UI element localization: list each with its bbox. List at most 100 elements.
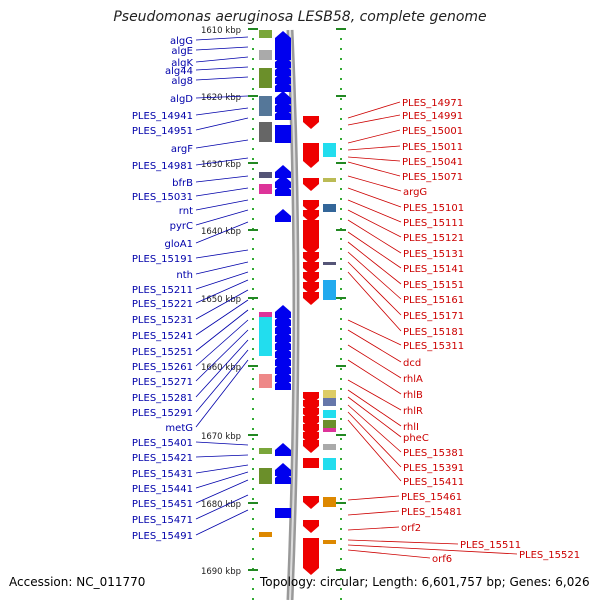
gene-label-ples-15271[interactable]: PLES_15271 (132, 377, 193, 388)
feature-block (323, 497, 336, 507)
feature-block (323, 458, 336, 470)
feature-block (323, 420, 336, 428)
gene-label-rhlr[interactable]: rhlR (403, 406, 423, 417)
gene-label-ples-15281[interactable]: PLES_15281 (132, 393, 193, 404)
gene-label-ples-15211[interactable]: PLES_15211 (132, 285, 193, 296)
gene-label-alg44[interactable]: alg44 (165, 66, 193, 77)
gene-label-ples-15431[interactable]: PLES_15431 (132, 469, 193, 480)
gene-label-ples-15261[interactable]: PLES_15261 (132, 362, 193, 373)
gene-label-algk[interactable]: algK (171, 58, 193, 69)
gene-label-ples-15491[interactable]: PLES_15491 (132, 531, 193, 542)
gene-label-ples-15521[interactable]: PLES_15521 (519, 550, 580, 561)
feature-block (259, 184, 272, 194)
gene-label-ples-14981[interactable]: PLES_14981 (132, 161, 193, 172)
gene-label-metg[interactable]: metG (165, 423, 193, 434)
feature-block (323, 280, 336, 300)
leader-line (347, 219, 402, 254)
reverse-feature (303, 143, 319, 157)
gene-label-rnt[interactable]: rnt (179, 206, 193, 217)
gene-label-argf[interactable]: argF (171, 144, 193, 155)
gene-label-pyrc[interactable]: pyrC (170, 221, 193, 232)
forward-feature (275, 175, 291, 188)
gene-label-ples-15481[interactable]: PLES_15481 (401, 507, 462, 518)
gene-label-ples-15111[interactable]: PLES_15111 (403, 218, 464, 229)
gene-label-ples-15181[interactable]: PLES_15181 (403, 327, 464, 338)
gene-label-ples-15311[interactable]: PLES_15311 (403, 341, 464, 352)
gene-label-bfrb[interactable]: bfrB (172, 178, 193, 189)
gene-label-orf6[interactable]: orf6 (432, 554, 452, 565)
gene-label-algd[interactable]: algD (170, 94, 193, 105)
leader-line (347, 526, 400, 531)
reverse-feature (303, 440, 319, 453)
gene-label-rhli[interactable]: rhlI (403, 422, 419, 433)
gene-label-gloa1[interactable]: gloA1 (165, 239, 193, 250)
feature-block (259, 448, 272, 454)
gene-label-ples-15231[interactable]: PLES_15231 (132, 315, 193, 326)
gene-label-ples-15451[interactable]: PLES_15451 (132, 499, 193, 510)
gene-label-algg[interactable]: algG (170, 36, 193, 47)
feature-block (259, 374, 272, 388)
feature-block (259, 30, 272, 38)
reverse-feature (303, 272, 319, 285)
gene-label-orf2[interactable]: orf2 (401, 523, 421, 534)
gene-label-dcd[interactable]: dcd (403, 358, 421, 369)
gene-label-ples-15191[interactable]: PLES_15191 (132, 254, 193, 265)
gene-label-ples-15381[interactable]: PLES_15381 (403, 448, 464, 459)
gene-label-ples-15171[interactable]: PLES_15171 (403, 311, 464, 322)
gene-label-ples-15011[interactable]: PLES_15011 (402, 142, 463, 153)
gene-label-ples-15101[interactable]: PLES_15101 (403, 203, 464, 214)
gene-label-ples-15121[interactable]: PLES_15121 (403, 233, 464, 244)
gene-label-ples-14941[interactable]: PLES_14941 (132, 111, 193, 122)
gene-label-alge[interactable]: algE (171, 46, 193, 57)
gene-label-ples-15001[interactable]: PLES_15001 (402, 126, 463, 137)
gene-label-ples-15071[interactable]: PLES_15071 (402, 172, 463, 183)
gene-label-phec[interactable]: pheC (403, 433, 429, 444)
gene-label-ples-14951[interactable]: PLES_14951 (132, 126, 193, 137)
gene-label-ples-15251[interactable]: PLES_15251 (132, 347, 193, 358)
gene-label-rhla[interactable]: rhlA (403, 374, 423, 385)
gene-label-ples-15461[interactable]: PLES_15461 (401, 492, 462, 503)
gene-label-ples-15511[interactable]: PLES_15511 (460, 540, 521, 551)
gene-label-ples-15221[interactable]: PLES_15221 (132, 299, 193, 310)
leader-line (195, 117, 249, 131)
leader-line (347, 231, 402, 269)
gene-label-alg8[interactable]: alg8 (171, 76, 193, 87)
gene-label-ples-15401[interactable]: PLES_15401 (132, 438, 193, 449)
leader-line (347, 411, 402, 468)
reverse-feature (303, 116, 319, 129)
forward-feature (275, 91, 291, 104)
gene-label-ples-14971[interactable]: PLES_14971 (402, 98, 463, 109)
reverse-feature (303, 252, 319, 265)
gene-label-nth[interactable]: nth (176, 270, 193, 281)
gene-label-ples-14991[interactable]: PLES_14991 (402, 111, 463, 122)
forward-feature (275, 345, 291, 358)
forward-feature (275, 463, 291, 476)
gene-label-ples-15411[interactable]: PLES_15411 (403, 477, 464, 488)
gene-label-argg[interactable]: argG (403, 187, 427, 198)
gene-label-ples-15241[interactable]: PLES_15241 (132, 331, 193, 342)
gene-label-ples-15421[interactable]: PLES_15421 (132, 453, 193, 464)
gene-label-ples-15131[interactable]: PLES_15131 (403, 249, 464, 260)
gene-label-ples-15151[interactable]: PLES_15151 (403, 280, 464, 291)
forward-feature (275, 305, 291, 318)
forward-feature (275, 377, 291, 390)
leader-line (195, 479, 249, 504)
leader-line (195, 249, 249, 259)
gene-label-ples-15031[interactable]: PLES_15031 (132, 192, 193, 203)
gene-label-ples-15441[interactable]: PLES_15441 (132, 484, 193, 495)
gene-label-ples-15471[interactable]: PLES_15471 (132, 515, 193, 526)
gene-label-ples-15141[interactable]: PLES_15141 (403, 264, 464, 275)
gene-label-rhlb[interactable]: rhlB (403, 390, 423, 401)
gene-label-ples-15291[interactable]: PLES_15291 (132, 408, 193, 419)
reverse-feature (303, 292, 319, 305)
leader-line (347, 495, 400, 501)
scale-label: 1630 kbp (201, 160, 241, 170)
leader-line (195, 95, 249, 99)
gene-label-ples-15161[interactable]: PLES_15161 (403, 295, 464, 306)
gene-label-ples-15391[interactable]: PLES_15391 (403, 463, 464, 474)
gene-label-ples-15041[interactable]: PLES_15041 (402, 157, 463, 168)
leader-line (195, 299, 249, 336)
leader-line (195, 319, 249, 367)
forward-feature (275, 125, 291, 143)
